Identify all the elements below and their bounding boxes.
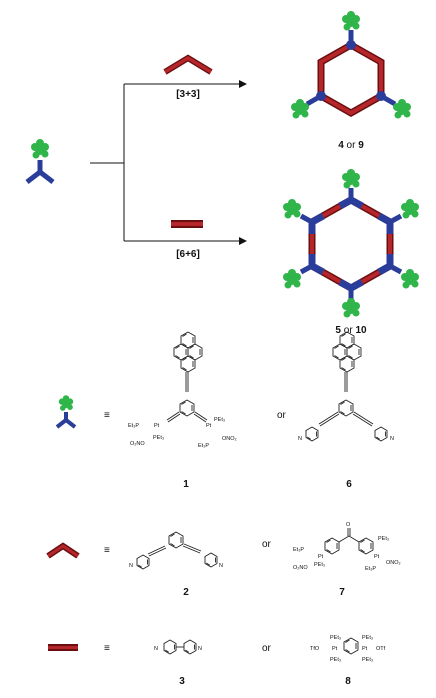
svg-text:ONO₂: ONO₂ <box>386 560 401 566</box>
product-label-top: 4 or 9 <box>338 140 364 151</box>
svg-text:TfO: TfO <box>310 646 320 652</box>
structure-2: N N <box>129 531 223 570</box>
svg-text:OTf: OTf <box>376 646 386 652</box>
svg-text:PEt₃: PEt₃ <box>214 417 225 423</box>
structure-1: Pt Pt Et₃P PEt₃ O₂NO PEt₃ Et₃P ONO₂ <box>128 331 237 449</box>
compound-label-7: 7 <box>339 587 345 598</box>
structure-3: N N <box>154 639 202 655</box>
svg-text:O: O <box>346 522 351 528</box>
svg-text:Pt: Pt <box>154 423 160 429</box>
compound-label-6: 6 <box>346 479 352 490</box>
svg-text:Pt: Pt <box>362 646 368 652</box>
svg-text:O₂NO: O₂NO <box>293 565 308 571</box>
svg-text:PEt₃: PEt₃ <box>314 562 325 568</box>
linear-acceptor-icon <box>171 220 203 228</box>
compound-label-1: 1 <box>183 479 189 490</box>
compound-label-2: 2 <box>183 587 189 598</box>
svg-text:Pt: Pt <box>318 554 324 560</box>
legend-linear-icon <box>48 644 78 651</box>
svg-text:N: N <box>129 563 133 569</box>
svg-text:ONO₂: ONO₂ <box>222 436 237 442</box>
svg-text:Et₃P: Et₃P <box>128 423 139 429</box>
svg-text:N: N <box>298 436 302 442</box>
or-1: or <box>277 410 287 421</box>
product-hexagon-6plus6 <box>283 169 419 318</box>
svg-text:PEt₃: PEt₃ <box>330 657 341 663</box>
structure-6: N N <box>298 331 394 442</box>
svg-text:PEt₃: PEt₃ <box>362 657 373 663</box>
svg-text:PEt₃: PEt₃ <box>153 435 164 441</box>
legend-angle-icon <box>46 542 80 559</box>
svg-text:PEt₃: PEt₃ <box>378 536 389 542</box>
or-2: or <box>262 539 272 550</box>
compound-label-8: 8 <box>345 676 351 687</box>
donor-tripod-icon <box>25 139 55 184</box>
svg-text:Pt: Pt <box>374 554 380 560</box>
angular-acceptor-icon <box>163 54 213 75</box>
label-3plus3: [3+3] <box>176 89 200 100</box>
svg-text:O₂NO: O₂NO <box>130 441 145 447</box>
svg-text:N: N <box>154 646 158 652</box>
equiv-2: ≡ <box>104 545 110 556</box>
legend-tripod-icon <box>55 395 77 429</box>
equiv-1: ≡ <box>104 410 110 421</box>
compound-label-3: 3 <box>179 676 185 687</box>
equiv-3: ≡ <box>104 643 110 654</box>
label-6plus6: [6+6] <box>176 249 200 260</box>
structure-8: Pt Pt TfO OTf PEt₃ PEt₃ PEt₃ PEt₃ <box>310 635 386 663</box>
svg-text:N: N <box>219 563 223 569</box>
svg-text:N: N <box>390 436 394 442</box>
branch-arrows <box>90 80 247 245</box>
svg-text:Et₃P: Et₃P <box>365 566 376 572</box>
svg-text:Et₃P: Et₃P <box>293 547 304 553</box>
svg-text:N: N <box>198 646 202 652</box>
svg-text:Pt: Pt <box>206 423 212 429</box>
svg-text:PEt₃: PEt₃ <box>330 635 341 641</box>
product-hexagon-3plus3 <box>291 11 411 119</box>
or-3: or <box>262 643 272 654</box>
product-label-bottom: 5 or 10 <box>335 325 367 336</box>
svg-text:PEt₃: PEt₃ <box>362 635 373 641</box>
svg-text:Pt: Pt <box>332 646 338 652</box>
structure-7: O Pt Pt Et₃P PEt₃ O₂NO PEt₃ Et₃P ONO₂ <box>293 522 401 572</box>
svg-text:Et₃P: Et₃P <box>198 443 209 449</box>
